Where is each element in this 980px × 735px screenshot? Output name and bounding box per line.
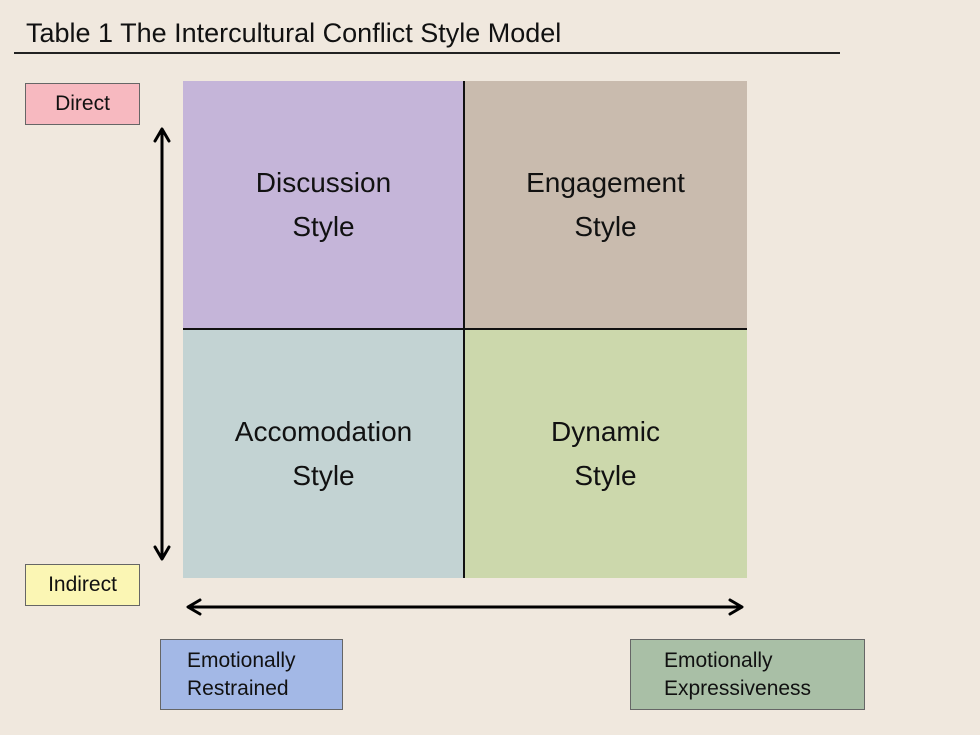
emotionally-expressiveness-label: Emotionally Expressiveness — [630, 639, 865, 710]
quadrant-label-line2: Style — [292, 211, 355, 242]
quadrant-label-line1: Accomodation — [234, 415, 413, 447]
quadrant-label-line1: Discussion — [255, 167, 392, 198]
quadrant-discussion-style: Discussion Style — [183, 81, 464, 329]
grid-horizontal-divider — [183, 328, 747, 330]
indirect-label-text: Indirect — [48, 573, 117, 596]
vertical-double-arrow — [153, 127, 171, 561]
quadrant-accomodation-style: Accomodation Style — [183, 329, 464, 578]
label-line2: Restrained — [187, 677, 289, 700]
direct-label: Direct — [25, 83, 140, 125]
emotionally-restrained-label: Emotionally Restrained — [160, 639, 343, 710]
direct-label-text: Direct — [55, 92, 110, 115]
horizontal-double-arrow — [186, 598, 744, 616]
quadrant-label-line2: Style — [574, 211, 637, 242]
quadrant-dynamic-style: Dynamic Style — [464, 329, 747, 578]
quadrant-engagement-style: Engagement Style — [464, 81, 747, 329]
quadrant-label-line2: Style — [292, 459, 355, 491]
label-line1: Emotionally — [664, 649, 773, 672]
label-line2: Expressiveness — [664, 677, 812, 700]
title-underline — [14, 52, 840, 54]
diagram-title: Table 1 The Intercultural Conflict Style… — [26, 18, 562, 48]
label-line1: Emotionally — [187, 649, 296, 672]
quadrant-label-line1: Engagement — [526, 167, 685, 198]
quadrant-label-line1: Dynamic — [551, 415, 660, 447]
conflict-style-grid: Discussion Style Engagement Style Accomo… — [183, 81, 747, 578]
indirect-label: Indirect — [25, 564, 140, 606]
quadrant-label-line2: Style — [574, 459, 637, 491]
